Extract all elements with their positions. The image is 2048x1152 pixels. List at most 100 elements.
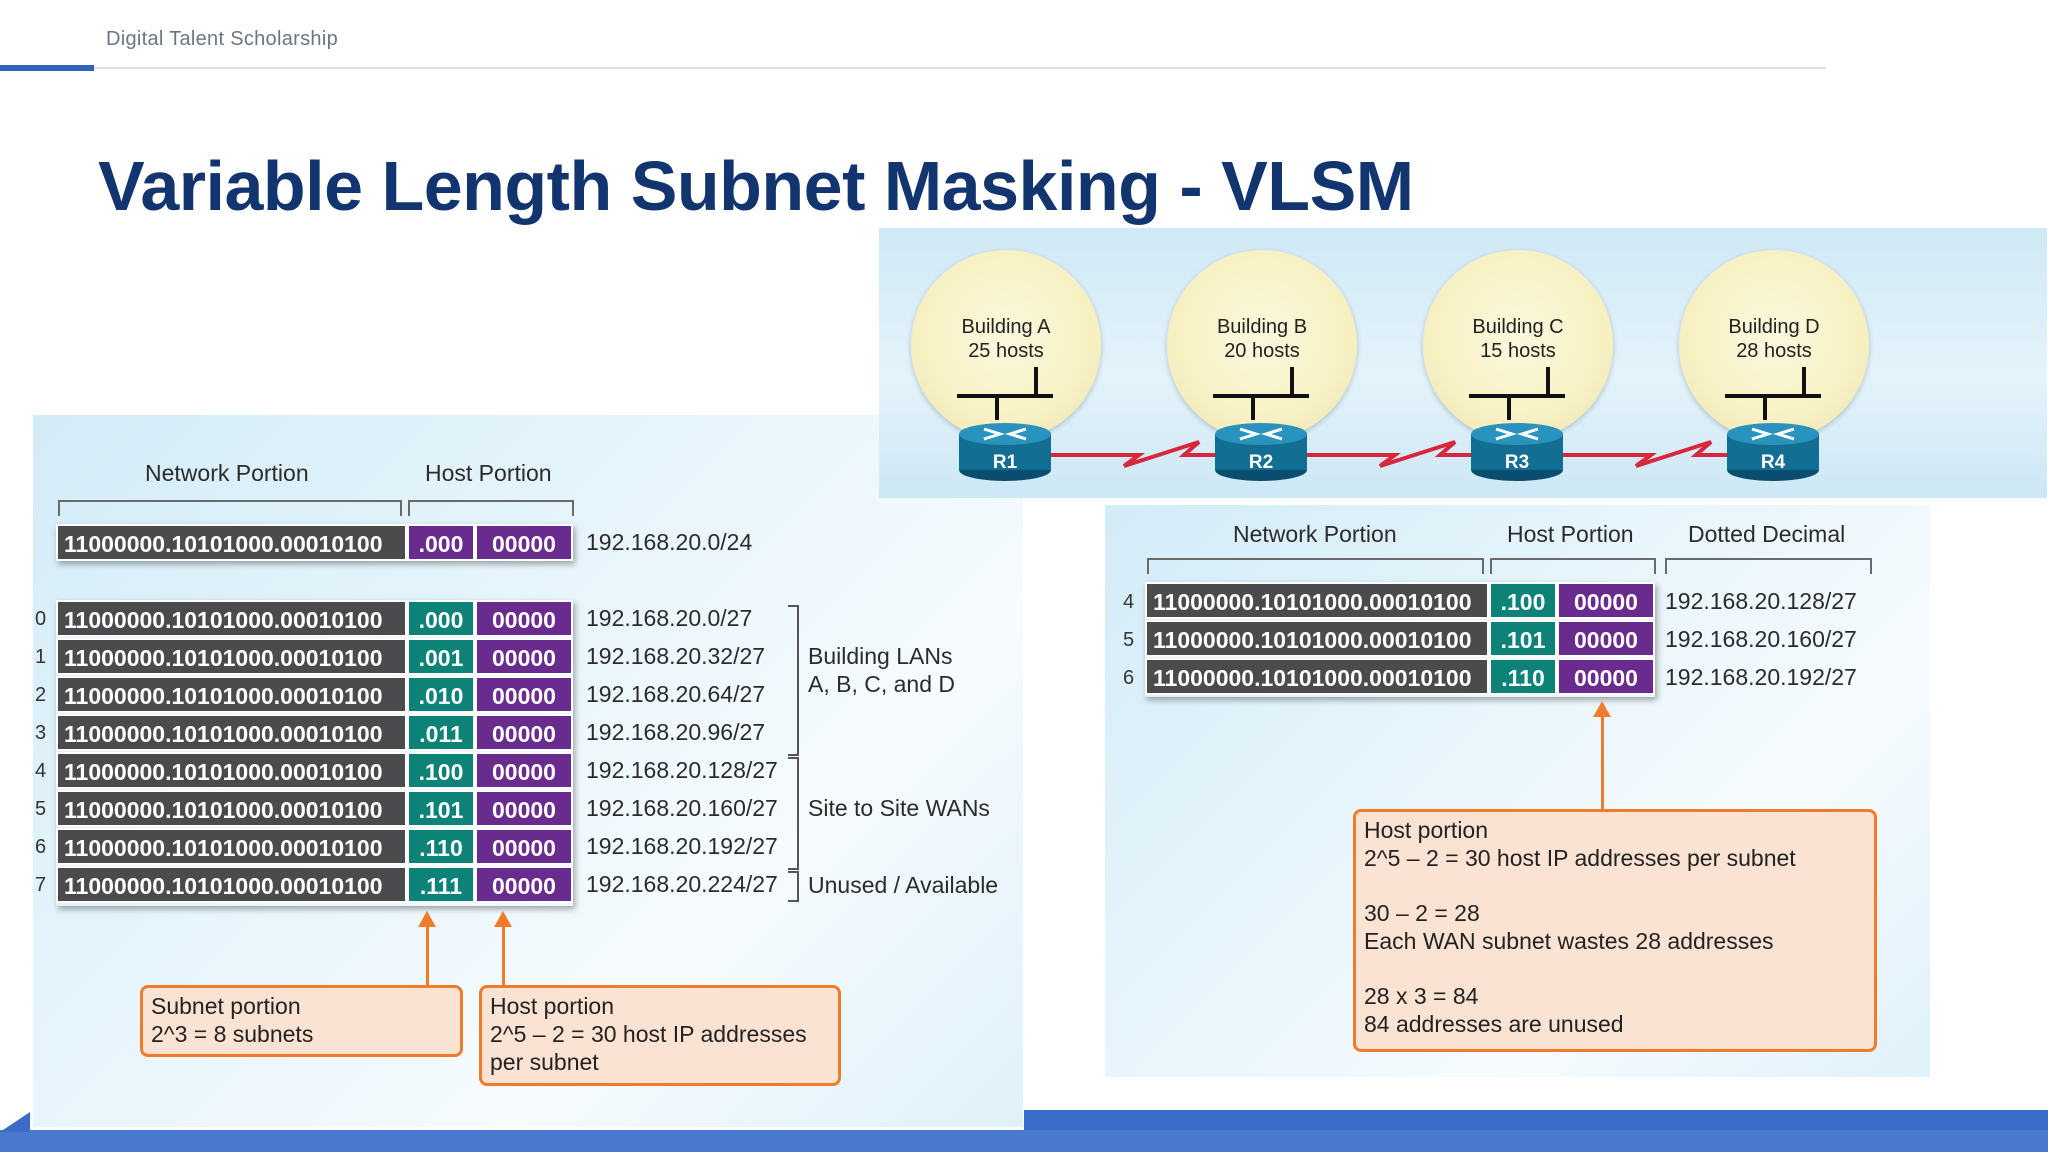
building-hosts: 15 hosts <box>1480 340 1556 362</box>
table-row: 11000000.10101000.00010100 .001 00000 <box>56 638 573 675</box>
building-hosts: 20 hosts <box>1224 340 1300 362</box>
lan-tap <box>1546 367 1550 396</box>
row-number: 4 <box>35 760 47 782</box>
callout-line: 2^5 – 2 = 30 host IP addresses <box>490 1021 807 1047</box>
wans-group-label: Site to Site WANs <box>808 795 990 821</box>
network-portion-label: Network Portion <box>145 460 309 486</box>
row-number: 2 <box>35 684 47 706</box>
subnet-bits: .001 <box>407 638 475 675</box>
network-bits: 11000000.10101000.00010100 <box>56 790 407 827</box>
host-portion-label: Host Portion <box>425 460 552 486</box>
network-bits: 11000000.10101000.00010100 <box>1145 582 1489 619</box>
row-number: 0 <box>35 608 47 630</box>
host-bits: 00000 <box>1557 620 1655 657</box>
host-bits: 00000 <box>475 600 573 637</box>
subnet-decimal: 192.168.20.192/27 <box>1665 664 1857 690</box>
subnet-bits: .011 <box>407 714 475 751</box>
lan-tap <box>1251 394 1255 420</box>
wan-subnet-waste-figure: Network Portion Host Portion Dotted Deci… <box>1105 505 1930 1077</box>
vlsm-subnet-table-figure: Network Portion Host Portion 11000000.10… <box>33 415 1023 1127</box>
table-row: 11000000.10101000.00010100 .100 00000 <box>56 752 573 789</box>
callout-line: Host portion <box>490 993 615 1019</box>
host-bracket <box>1490 558 1656 574</box>
subnet-bits: .110 <box>1489 658 1557 695</box>
table-row: 11000000.10101000.00010100 .111 00000 <box>56 866 573 903</box>
host-arrow <box>1593 701 1611 812</box>
wan-rows-block: 11000000.10101000.00010100 .100 00000 11… <box>1145 582 1655 697</box>
host-portion-callout: Host portion 2^5 – 2 = 30 host IP addres… <box>1353 809 1877 1052</box>
dotted-decimal-label: Dotted Decimal <box>1688 521 1846 547</box>
table-row: 11000000.10101000.00010100 .000 00000 <box>56 600 573 637</box>
building-label: Building A 25 hosts <box>911 315 1101 363</box>
unused-brace <box>788 871 799 902</box>
host-portion-label: Host Portion <box>1507 521 1634 547</box>
table-row: 11000000.10101000.00010100 .100 00000 <box>1145 582 1655 619</box>
subnet-decimal: 192.168.20.160/27 <box>1665 626 1857 652</box>
subnet-portion-callout: Subnet portion 2^3 = 8 subnets <box>140 985 463 1057</box>
router-label: R2 <box>1249 452 1273 473</box>
subnet-arrow <box>418 911 436 998</box>
base-decimal: 192.168.20.0/24 <box>586 529 753 555</box>
building-b: Building B 20 hosts <box>1167 250 1357 440</box>
wan-links <box>1047 440 1743 468</box>
lan-tap <box>1034 367 1038 396</box>
callout-line: 30 – 2 = 28 <box>1364 900 1480 926</box>
building-label: Building B 20 hosts <box>1167 315 1357 363</box>
table-row: 11000000.10101000.00010100 .110 00000 <box>1145 658 1655 695</box>
callout-line: Subnet portion <box>151 993 301 1019</box>
host-portion-callout: Host portion 2^5 – 2 = 30 host IP addres… <box>479 985 841 1086</box>
subnet-decimal: 192.168.20.192/27 <box>586 833 778 859</box>
network-bits: 11000000.10101000.00010100 <box>56 600 407 637</box>
subnet-decimal: 192.168.20.224/27 <box>586 871 778 897</box>
decimal-bracket <box>1665 558 1872 574</box>
header-divider <box>94 67 1826 69</box>
network-bits: 11000000.10101000.00010100 <box>56 828 407 865</box>
router-label: R4 <box>1761 452 1786 473</box>
host-bits: 00000 <box>1557 658 1655 695</box>
callout-line: 2^3 = 8 subnets <box>151 1021 314 1047</box>
building-d: Building D 28 hosts <box>1679 250 1869 440</box>
table-row: 11000000.10101000.00010100 .010 00000 <box>56 676 573 713</box>
base-address-row: 11000000.10101000.00010100 .000 00000 <box>56 524 573 561</box>
table-row: 11000000.10101000.00010100 .110 00000 <box>56 828 573 865</box>
network-bracket <box>58 500 402 516</box>
network-portion-label: Network Portion <box>1233 521 1397 547</box>
router-label: R1 <box>993 452 1018 473</box>
network-bits: 11000000.10101000.00010100 <box>56 752 407 789</box>
host-bits: 00000 <box>475 714 573 751</box>
unused-group-label: Unused / Available <box>808 872 999 898</box>
host-bits: 00000 <box>475 752 573 789</box>
building-name: Building B <box>1216 316 1308 338</box>
row-number: 6 <box>1123 667 1135 689</box>
row-number: 4 <box>1123 591 1135 613</box>
router-icon: R1 <box>956 420 1054 482</box>
host-bits: 00000 <box>475 866 573 903</box>
host-bits: 00000 <box>475 828 573 865</box>
callout-line: Host portion <box>1364 817 1489 843</box>
lan-tap <box>1290 367 1294 396</box>
host-bracket <box>408 500 574 516</box>
building-label: Building C 15 hosts <box>1423 315 1613 363</box>
host-arrow <box>494 911 512 998</box>
footer-corner-shape <box>0 1112 30 1132</box>
host-bits: 00000 <box>1557 582 1655 619</box>
network-bits: 11000000.10101000.00010100 <box>56 676 407 713</box>
subnet-bits: .110 <box>407 828 475 865</box>
row-number: 6 <box>35 836 47 858</box>
network-bits: 11000000.10101000.00010100 <box>1145 658 1489 695</box>
lan-bus <box>957 394 1053 398</box>
building-name: Building D <box>1728 316 1820 338</box>
host-bits: 00000 <box>475 676 573 713</box>
row-number: 3 <box>35 722 47 744</box>
row-number: 5 <box>1123 629 1135 651</box>
subnet-decimal: 192.168.20.128/27 <box>586 757 778 783</box>
lan-tap <box>1507 394 1511 420</box>
wans-brace <box>788 757 799 870</box>
lan-tap <box>995 394 999 420</box>
router-icon: R4 <box>1724 420 1822 482</box>
building-hosts: 28 hosts <box>1736 340 1812 362</box>
row-number: 5 <box>35 798 47 820</box>
building-c: Building C 15 hosts <box>1423 250 1613 440</box>
subnet-bits: .010 <box>407 676 475 713</box>
subnet-bits: .000 <box>407 524 475 561</box>
